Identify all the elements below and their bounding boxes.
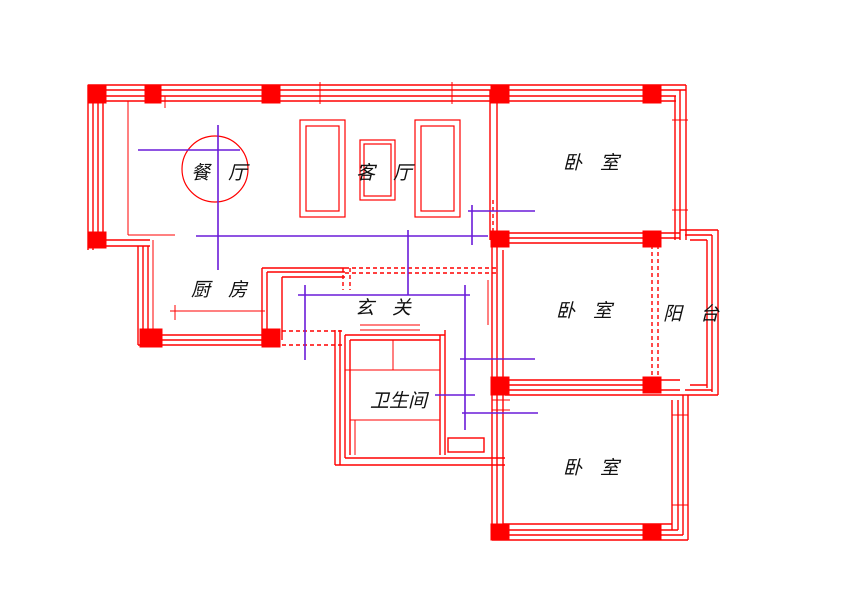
coffee-table	[359, 139, 396, 201]
dining-table	[181, 135, 249, 203]
room-label-kitchen: 厨 房	[191, 279, 254, 301]
room-label-bathroom: 卫生间	[370, 390, 428, 412]
room-label-bedroom-mid: 卧 室	[556, 300, 619, 322]
sofa-left	[299, 119, 346, 218]
room-label-balcony: 阳 台	[663, 303, 726, 325]
room-label-living: 客 厅	[356, 162, 419, 184]
room-label-entrance: 玄 关	[355, 297, 418, 319]
room-label-bedroom-top: 卧 室	[563, 152, 626, 174]
sofa-right	[414, 119, 461, 218]
structural-columns	[87, 84, 662, 541]
room-label-dining: 餐 厅	[191, 162, 254, 184]
room-label-bedroom-bottom: 卧 室	[563, 457, 626, 479]
furniture	[181, 119, 461, 218]
axis-lines	[138, 125, 538, 430]
